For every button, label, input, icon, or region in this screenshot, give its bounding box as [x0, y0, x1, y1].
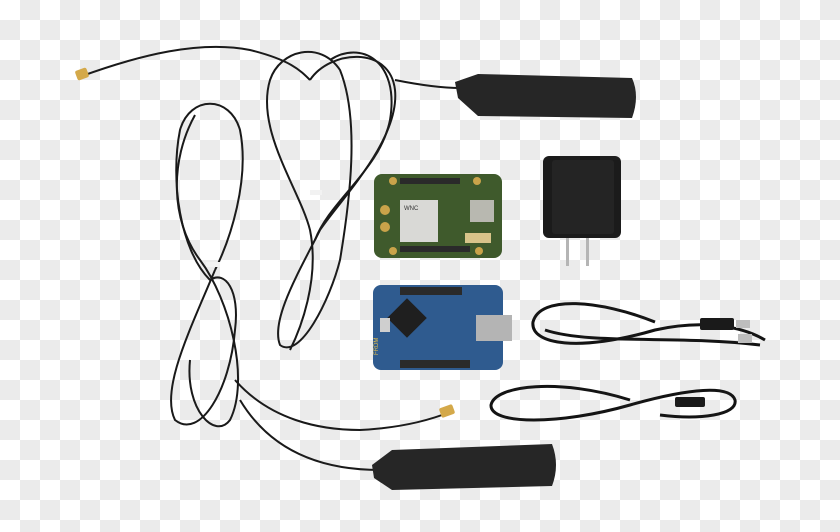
antenna-1 — [81, 45, 461, 351]
cable-tie — [310, 190, 322, 195]
usb-a-tip — [738, 334, 752, 343]
sma-connector-icon — [75, 67, 89, 81]
cable-tie — [206, 262, 220, 267]
antenna-2 — [170, 102, 451, 471]
svg-text:WNC: WNC — [404, 206, 419, 212]
usb-cable-2 — [489, 384, 737, 422]
usb-plug-icon — [675, 397, 705, 407]
sma-connector-icon — [439, 404, 455, 418]
antenna-1-body — [455, 74, 636, 118]
usb-plug-icon — [700, 318, 734, 330]
mcu-board: FRDM — [373, 285, 512, 370]
antenna-2-body — [372, 444, 556, 490]
power-adapter — [543, 156, 621, 266]
micro-usb-tip — [736, 320, 750, 328]
cellular-module-board: WNC — [374, 174, 502, 258]
svg-text:FRDM: FRDM — [374, 338, 380, 355]
